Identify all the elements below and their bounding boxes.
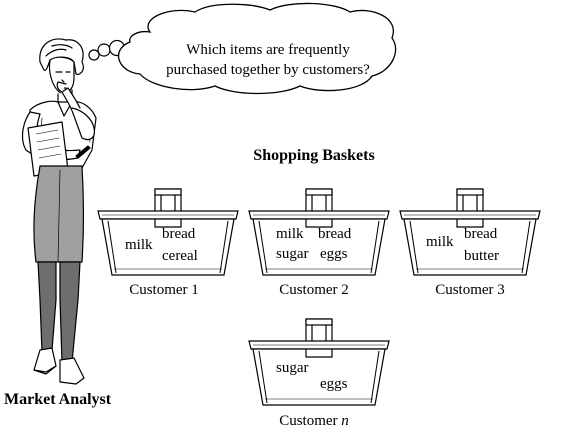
thought-text-line-2: purchased together by customers? bbox=[166, 62, 370, 78]
basket-item: sugar bbox=[276, 246, 309, 262]
basket-item: butter bbox=[464, 248, 499, 264]
thought-text-line-1: Which items are frequently bbox=[186, 42, 350, 58]
basket-customer-1: milk bread cereal Customer 1 bbox=[97, 188, 239, 298]
basket-item: bread bbox=[318, 226, 352, 242]
market-analyst-figure bbox=[21, 38, 97, 385]
basket-label: Customer n bbox=[279, 413, 349, 429]
market-analyst-label: Market Analyst bbox=[4, 391, 112, 408]
basket-item: eggs bbox=[320, 376, 348, 392]
basket-label-prefix: Customer bbox=[279, 413, 341, 429]
thought-cloud bbox=[118, 2, 397, 95]
basket-item: cereal bbox=[162, 248, 198, 264]
basket-item: milk bbox=[276, 226, 304, 242]
basket-label: Customer 1 bbox=[129, 282, 199, 298]
basket-item: milk bbox=[125, 237, 153, 253]
basket-item: milk bbox=[426, 234, 454, 250]
pen-icon bbox=[75, 145, 91, 159]
basket-customer-n: sugar eggs Customer n bbox=[248, 318, 390, 429]
basket-item: bread bbox=[464, 226, 498, 242]
basket-label: Customer 2 bbox=[279, 282, 349, 298]
thought-bubble: Which items are frequently purchased tog… bbox=[88, 2, 397, 95]
basket-customer-2: milk bread sugar eggs Customer 2 bbox=[248, 188, 390, 298]
basket-item: sugar bbox=[276, 360, 309, 376]
basket-label-suffix: n bbox=[341, 413, 349, 429]
basket-item: eggs bbox=[320, 246, 348, 262]
basket-item: bread bbox=[162, 226, 196, 242]
shopping-baskets-title: Shopping Baskets bbox=[253, 147, 374, 164]
basket-customer-3: milk bread butter Customer 3 bbox=[399, 188, 541, 298]
basket-label: Customer 3 bbox=[435, 282, 505, 298]
